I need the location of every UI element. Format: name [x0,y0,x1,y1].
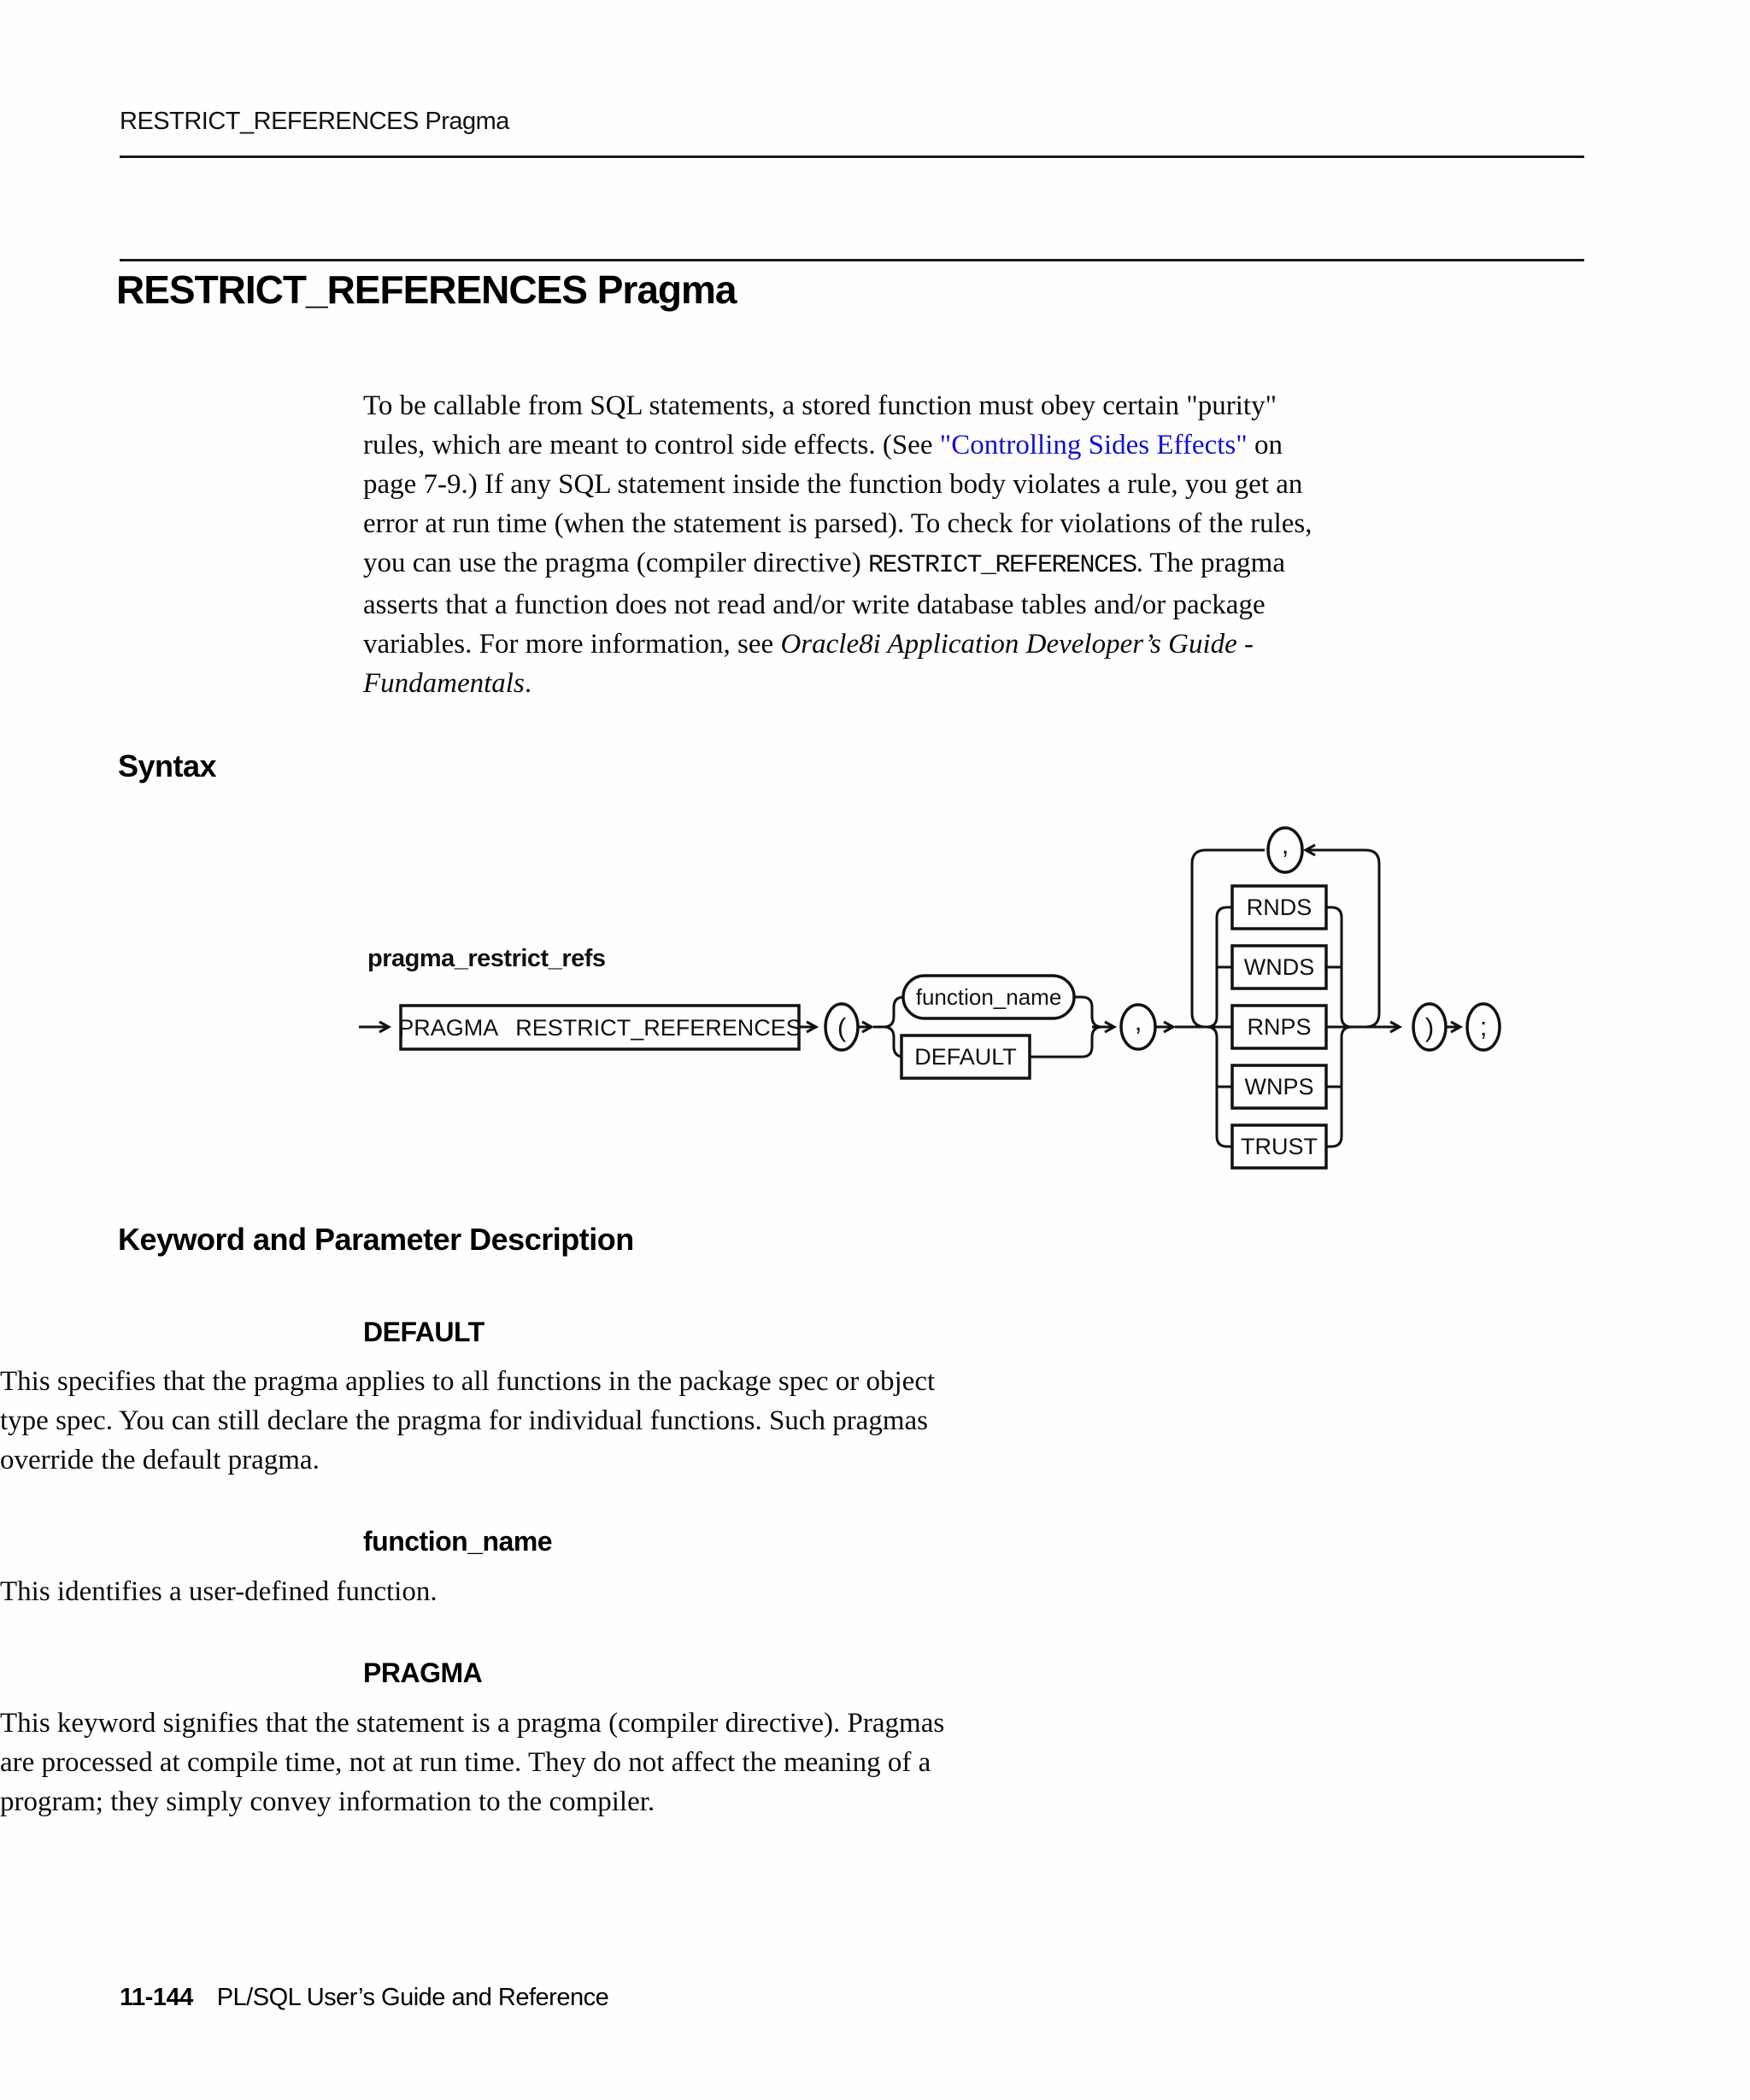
term-description-function-name: This identifies a user-defined function. [0,1572,1230,1611]
term-description-pragma: This keyword signifies that the statemen… [0,1704,1230,1821]
text-segment: Oracle8i Application Developer’s Guide - [780,629,1254,660]
title-rule [120,259,1584,261]
syntax-heading: Syntax [118,748,217,783]
text-segment: program; they simply convey information … [0,1786,655,1817]
footer-page-number: 11-144 [120,1984,193,2011]
text-segment: RESTRICT_REFERENCES [868,551,1137,580]
option-wnds-label: WNDS [1244,954,1315,980]
text-segment: This keyword signifies that the statemen… [0,1708,945,1739]
separator-comma-label: , [1135,1006,1142,1036]
footer-book-title: PL/SQL User’s Guide and Reference [216,1984,609,2011]
diagram-connectors [359,843,1464,1148]
intro-paragraph: To be callable from SQL statements, a st… [363,386,1594,703]
diagram-label: pragma_restrict_refs [367,945,606,972]
header-rule [120,155,1584,158]
diagram-node-default: DEFAULT [900,1034,1031,1080]
diagram-node-open-paren: ( [824,1002,860,1052]
open-paren-label: ( [837,1012,847,1042]
diagram-node-loop-comma: , [1266,826,1304,874]
text-segment: you can use the pragma (compiler directi… [363,548,869,578]
diagram-option-trust: TRUST [1230,1123,1328,1170]
option-wnps-label: WNPS [1245,1074,1314,1100]
semicolon-label: ; [1480,1012,1488,1041]
diagram-node-function-name: function_name [901,974,1076,1020]
diagram-option-rnds: RNDS [1230,884,1328,930]
diagram-option-wnds: WNDS [1230,944,1328,990]
text-segment: on [1247,430,1283,460]
page-footer: 11-144 PL/SQL User’s Guide and Reference [120,1984,609,2012]
controlling-side-effects-link[interactable]: "Controlling Sides Effects" [939,430,1248,460]
text-segment: override the default pragma. [0,1445,320,1475]
text-segment: type spec. You can still declare the pra… [0,1405,928,1436]
diagram-option-rnps: RNPS [1230,1004,1328,1050]
loop-comma-label: , [1282,830,1289,859]
pragma-box-label: PRAGMA RESTRICT_REFERENCES [398,1015,802,1041]
diagram-node-separator-comma: , [1119,1003,1157,1051]
text-segment: To be callable from SQL statements, a st… [363,390,1277,421]
option-rnps-label: RNPS [1247,1014,1311,1040]
text-segment: This specifies that the pragma applies t… [0,1366,936,1397]
diagram-node-pragma-keyword: PRAGMA RESTRICT_REFERENCES [398,1004,802,1051]
close-paren-label: ) [1425,1012,1434,1042]
diagram-option-wnps: WNPS [1230,1064,1328,1110]
diagram-node-close-paren: ) [1412,1002,1448,1052]
text-segment: Fundamentals [363,668,525,699]
page-title: RESTRICT_REFERENCES Pragma [116,267,737,312]
keyword-parameter-heading: Keyword and Parameter Description [118,1222,634,1257]
text-segment: error at run time (when the statement is… [363,508,1312,539]
text-segment: rules, which are meant to control side e… [363,430,940,460]
running-header: RESTRICT_REFERENCES Pragma [120,108,509,135]
text-segment: page 7-9.) If any SQL statement inside t… [363,469,1303,500]
term-description-default: This specifies that the pragma applies t… [0,1362,1230,1480]
text-segment: . [524,668,532,699]
term-heading-pragma: PRAGMA [363,1657,483,1688]
text-segment: This identifies a user-defined function. [0,1576,438,1607]
text-segment: are processed at compile time, not at ru… [0,1747,931,1778]
text-segment: . The pragma [1136,548,1285,578]
option-rnds-label: RNDS [1247,895,1312,920]
text-segment: variables. For more information, see [363,629,781,660]
syntax-railroad-diagram: PRAGMA RESTRICT_REFERENCES ( function_na… [359,826,1501,1170]
text-segment: asserts that a function does not read an… [363,590,1266,620]
term-heading-default: DEFAULT [363,1317,484,1347]
option-trust-label: TRUST [1241,1134,1318,1159]
diagram-node-semicolon: ; [1465,1002,1501,1052]
function-name-label: function_name [916,984,1062,1010]
term-heading-function-name: function_name [363,1526,553,1557]
default-label: DEFAULT [914,1044,1017,1070]
